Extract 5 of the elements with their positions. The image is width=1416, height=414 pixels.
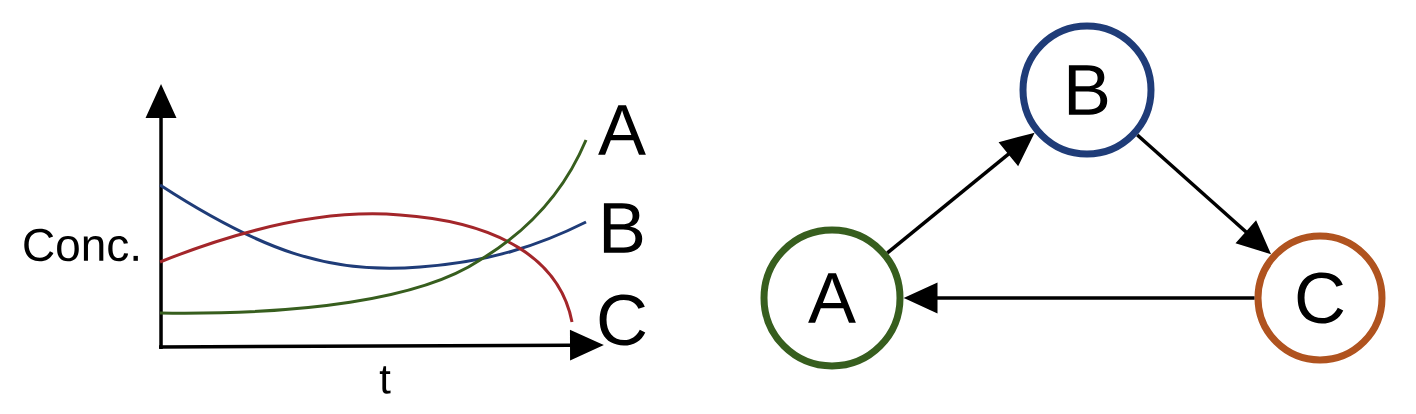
curve-label: C [599,294,646,346]
axis-label: Conc. [24,228,138,262]
curve-label: B [603,203,643,253]
curve-label: A [598,105,646,155]
axis-label: t [379,366,391,394]
